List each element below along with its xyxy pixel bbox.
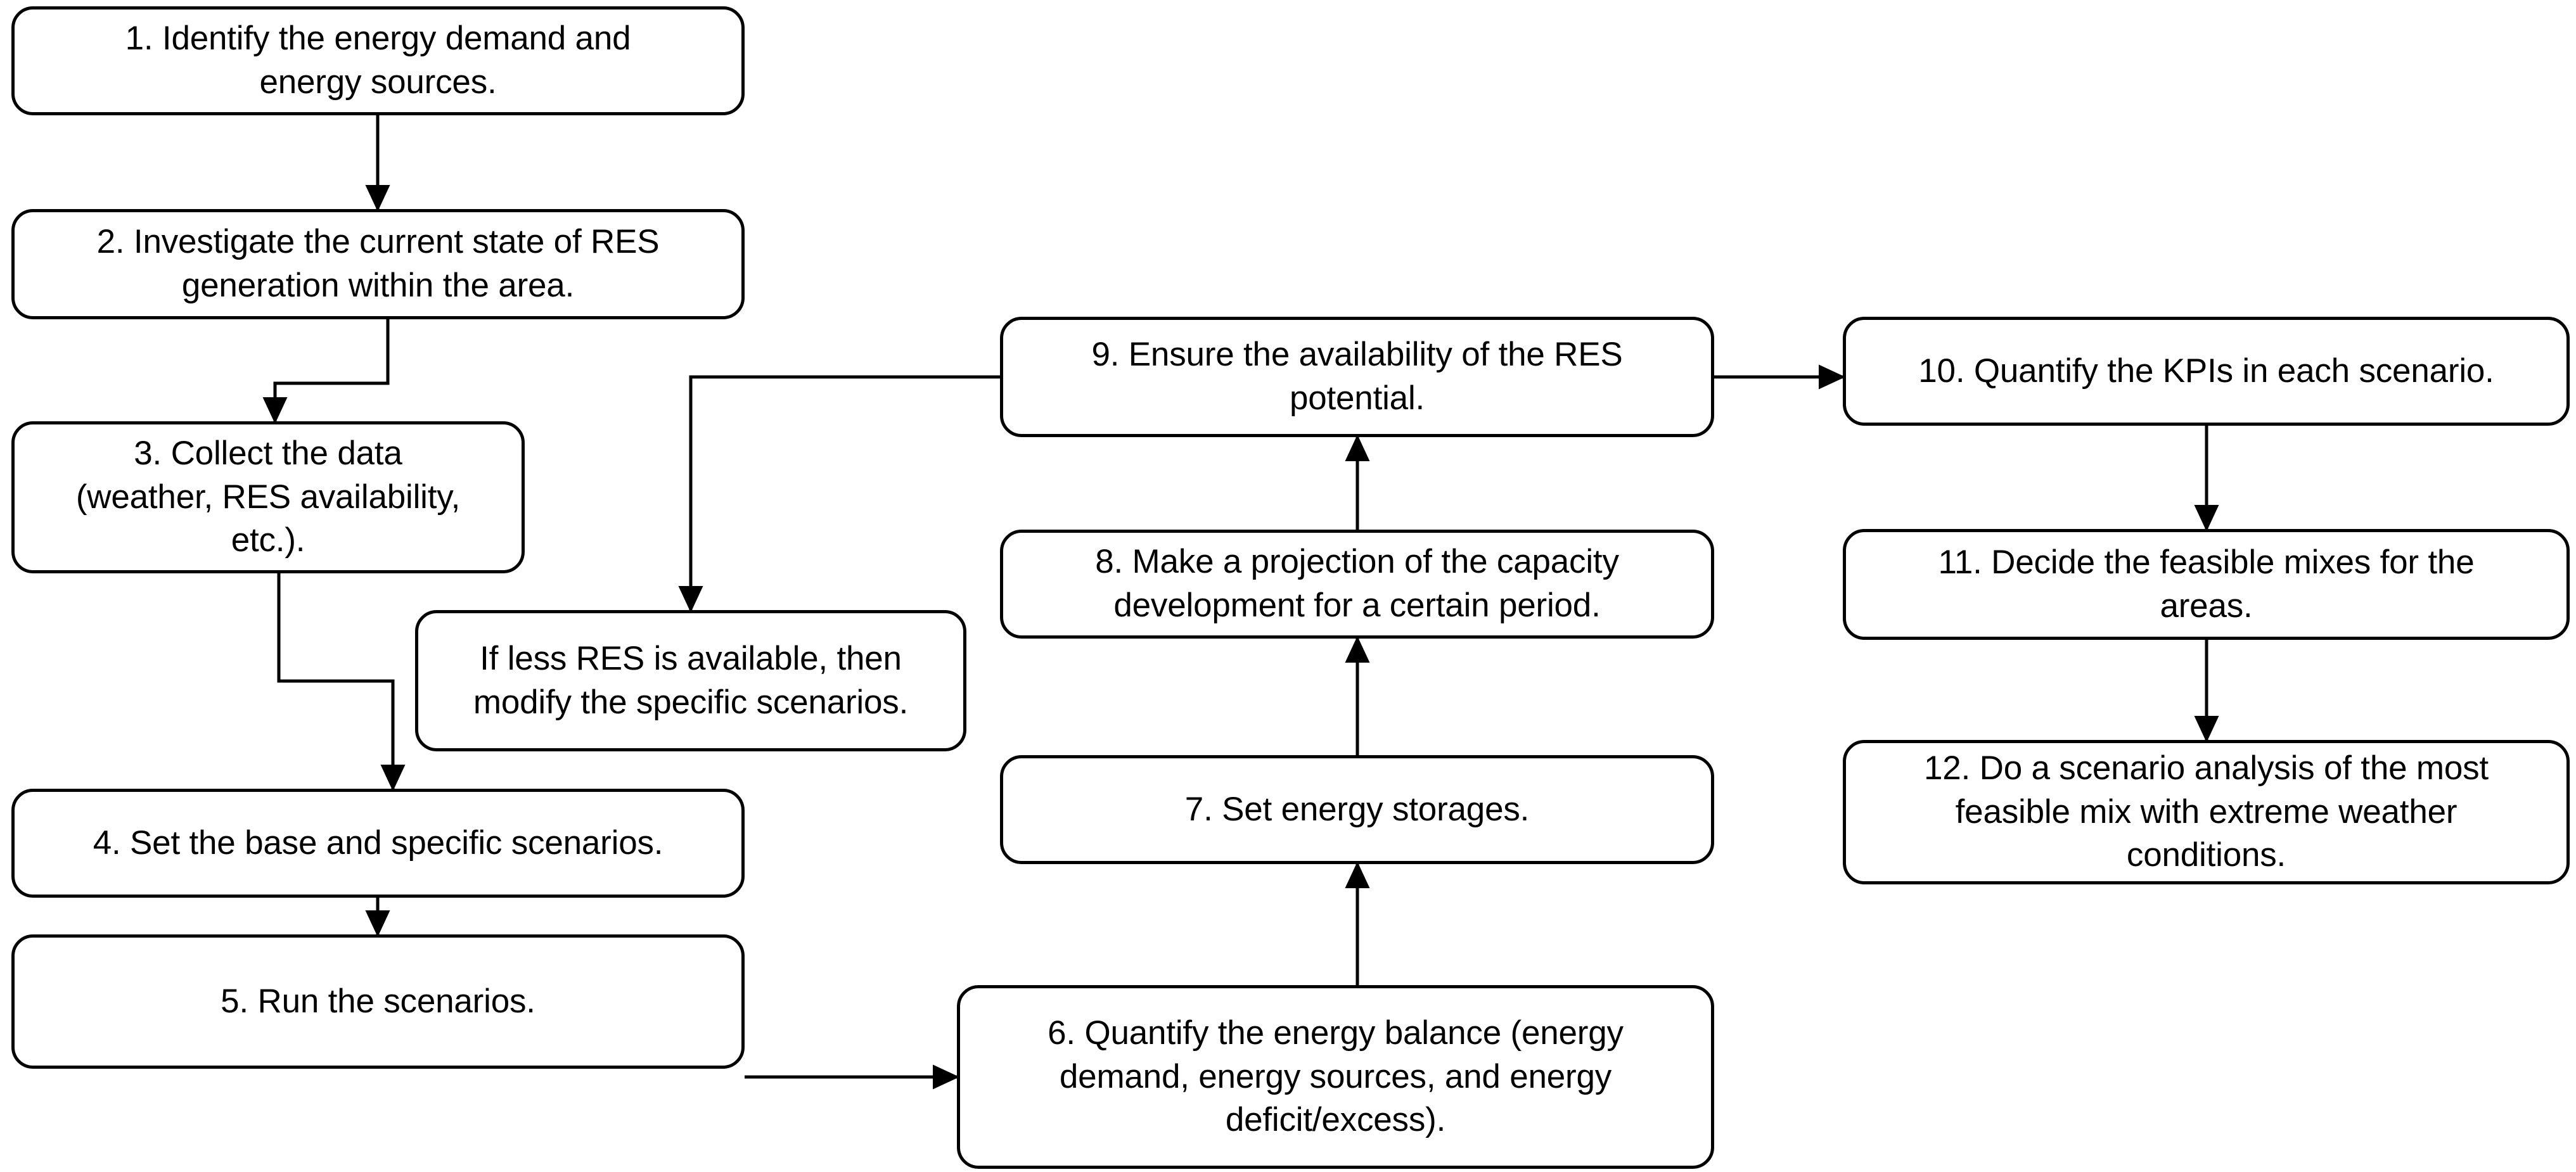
node-step6[interactable]: 6. Quantify the energy balance (energy d… [957,985,1714,1169]
node-step7[interactable]: 7. Set energy storages. [1000,755,1714,864]
node-step4-label: 4. Set the base and specific scenarios. [93,824,663,862]
node-step5-label: 5. Run the scenarios. [221,982,535,1020]
edge-step2-to-step3 [262,319,390,424]
node-step3[interactable]: 3. Collect the data (weather, RES availa… [11,421,525,573]
node-step8[interactable]: 8. Make a projection of the capacity dev… [1000,530,1714,639]
node-step4[interactable]: 4. Set the base and specific scenarios. [11,789,745,898]
node-condition-label: If less RES is available, then modify th… [473,639,909,721]
node-step12-label: 12. Do a scenario analysis of the most f… [1924,749,2489,874]
node-step11-label: 11. Decide the feasible mixes for the ar… [1938,543,2475,625]
edge-step3-to-step4 [277,573,406,792]
node-step1[interactable]: 1. Identify the energy demand and energy… [11,6,745,115]
node-step5[interactable]: 5. Run the scenarios. [11,934,745,1069]
edge-step9-to-condition [678,375,1000,613]
node-step1-label: 1. Identify the energy demand and energy… [125,20,631,101]
node-step7-label: 7. Set energy storages. [1184,790,1530,828]
node-step3-label: 3. Collect the data (weather, RES availa… [75,434,461,559]
node-step9-label: 9. Ensure the availability of the RES po… [1091,336,1623,417]
node-condition-if-less-res[interactable]: If less RES is available, then modify th… [415,610,966,751]
node-step9[interactable]: 9. Ensure the availability of the RES po… [1000,317,1714,437]
node-step11[interactable]: 11. Decide the feasible mixes for the ar… [1843,529,2570,640]
node-step6-label: 6. Quantify the energy balance (energy d… [1048,1014,1624,1139]
node-step10[interactable]: 10. Quantify the KPIs in each scenario. [1843,317,2570,426]
node-step8-label: 8. Make a projection of the capacity dev… [1095,543,1619,624]
node-step10-label: 10. Quantify the KPIs in each scenario. [1918,352,2494,390]
node-step12[interactable]: 12. Do a scenario analysis of the most f… [1843,740,2570,884]
node-step2[interactable]: 2. Investigate the current state of RES … [11,209,745,319]
node-step2-label: 2. Investigate the current state of RES … [96,223,660,304]
